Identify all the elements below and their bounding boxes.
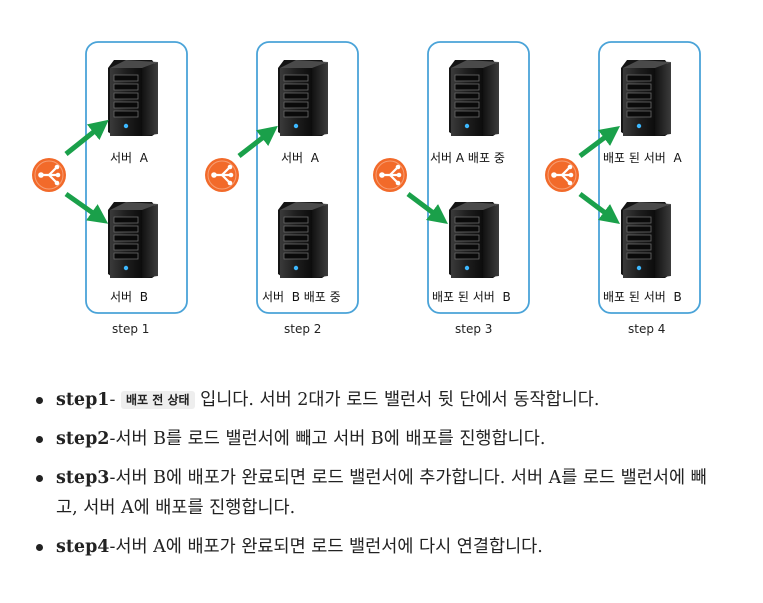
step-label: step 1 — [112, 322, 149, 336]
note-title: step2 — [56, 429, 110, 449]
note-step2: step2-서버 B를 로드 밸런서에 빼고 서버 B에 배포를 진행합니다. — [28, 424, 728, 454]
note-step3: step3-서버 B에 배포가 완료되면 로드 밸런서에 추가합니다. 서버 A… — [28, 463, 728, 523]
arrow-up-icon — [64, 119, 109, 156]
server-b-icon — [107, 201, 159, 279]
server-b-icon — [277, 201, 329, 279]
load-balancer-icon — [30, 156, 68, 194]
arrow-up-icon — [237, 125, 278, 158]
server-a-icon — [277, 59, 329, 137]
note-title: step4 — [56, 537, 110, 557]
server-top-label: 배포 된 서버 A — [603, 151, 682, 165]
note-text: -서버 B에 배포가 완료되면 로드 밸런서에 추가합니다. 서버 A를 로드 … — [56, 468, 707, 518]
server-a-icon — [448, 59, 500, 137]
server-bottom-label: 배포 된 서버 B — [603, 290, 682, 304]
step-label: step 3 — [455, 322, 492, 336]
note-text: -서버 B를 로드 밸런서에 빼고 서버 B에 배포를 진행합니다. — [109, 429, 546, 449]
server-bottom-label: 배포 된 서버 B — [432, 290, 511, 304]
inline-code: 배포 전 상태 — [120, 391, 195, 409]
server-top-label: 서버 A — [110, 151, 149, 165]
arrow-down-icon — [406, 192, 448, 224]
note-title: step1 — [56, 390, 110, 410]
note-text: 입니다. 서버 2대가 로드 밸런서 뒷 단에서 동작합니다. — [194, 390, 600, 410]
server-top-label: 서버 A — [281, 151, 320, 165]
note-separator: - — [109, 390, 116, 410]
server-a-icon — [107, 59, 159, 137]
arrow-up-icon — [578, 126, 620, 158]
step-4-panel — [598, 41, 701, 314]
step-1-group: 서버 A 서버 B step 1 — [30, 41, 188, 336]
note-step1: step1- 배포 전 상태 입니다. 서버 2대가 로드 밸런서 뒷 단에서 … — [28, 385, 728, 415]
server-a-icon — [620, 59, 672, 137]
step-4-group: 배포 된 서버 A 배포 된 서버 B step 4 — [543, 41, 701, 336]
step-label: step 2 — [284, 322, 321, 336]
server-top-label: 서버 A 배포 중 — [430, 151, 505, 165]
note-step4: step4-서버 A에 배포가 완료되면 로드 밸런서에 다시 연결합니다. — [28, 532, 728, 562]
step-label: step 4 — [628, 322, 665, 336]
arrow-down-icon — [578, 192, 620, 224]
server-bottom-label: 서버 B 배포 중 — [262, 290, 341, 304]
step-notes-list: step1- 배포 전 상태 입니다. 서버 2대가 로드 밸런서 뒷 단에서 … — [28, 385, 728, 562]
note-text: -서버 A에 배포가 완료되면 로드 밸런서에 다시 연결합니다. — [109, 537, 543, 557]
note-title: step3 — [56, 468, 110, 488]
step-1-panel — [85, 41, 188, 314]
step-2-group: 서버 A 서버 B 배포 중 step 2 — [203, 41, 359, 336]
step-3-panel — [427, 41, 530, 314]
step-3-group: 서버 A 배포 중 배포 된 서버 B step 3 — [371, 41, 530, 336]
server-bottom-label: 서버 B — [110, 290, 148, 304]
load-balancer-icon — [543, 156, 581, 194]
load-balancer-icon — [371, 156, 409, 194]
server-b-icon — [448, 201, 500, 279]
load-balancer-icon — [203, 156, 241, 194]
step-2-panel — [256, 41, 359, 314]
deployment-diagram: 서버 A 서버 B step 1 서버 A 서버 B 배포 중 step 2 서… — [30, 41, 701, 336]
server-b-icon — [620, 201, 672, 279]
arrow-down-icon — [64, 191, 109, 224]
